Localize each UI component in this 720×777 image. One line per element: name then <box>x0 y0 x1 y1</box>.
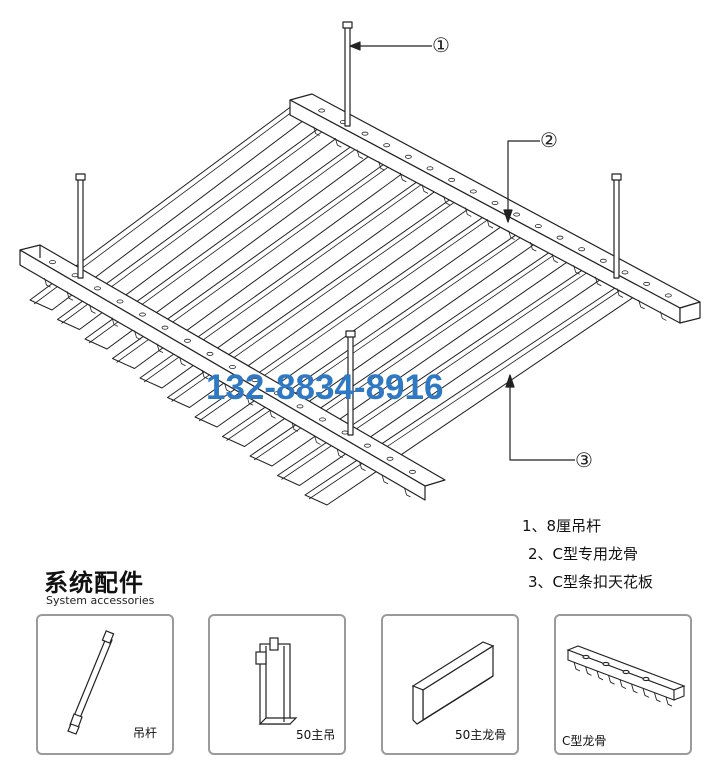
ceiling-system-diagram <box>19 21 701 506</box>
accessory-label: 吊杆 <box>133 726 158 740</box>
callout-leaders <box>349 41 575 461</box>
accessory-label: C型龙骨 <box>562 734 607 748</box>
callout-2-label: ② <box>540 128 558 152</box>
accessories-title: 系统配件 <box>44 569 144 597</box>
legend-item: 2、C型专用龙骨 <box>528 545 639 563</box>
c-keel-front <box>19 244 446 501</box>
legend-item: 1、8厘吊杆 <box>522 517 602 535</box>
phone-watermark: 132-8834-8916 <box>206 368 444 407</box>
main-keel-icon <box>411 641 495 725</box>
accessories-subtitle: System accessories <box>46 594 155 607</box>
accessory-label: 50主吊 <box>296 728 336 742</box>
ceiling-strip-panels <box>29 99 651 506</box>
callout-1-label: ① <box>432 33 450 57</box>
main-hanger-icon <box>255 637 298 725</box>
accessory-label: 50主龙骨 <box>455 728 507 742</box>
hanger-rod-icon <box>67 630 115 735</box>
accessory-card-hanger-rod: 吊杆 <box>36 614 174 755</box>
c-keel-back <box>289 93 701 324</box>
c-keel-icon <box>566 645 686 707</box>
accessory-card-main-hanger: 50主吊 <box>208 614 346 755</box>
callout-3-label: ③ <box>575 448 593 472</box>
component-legend: 1、8厘吊杆 2、C型专用龙骨 3、C型条扣天花板 <box>522 512 653 596</box>
accessory-card-main-keel: 50主龙骨 <box>381 614 519 755</box>
accessory-card-c-keel: C型龙骨 <box>554 614 692 755</box>
hanger-rods <box>75 21 622 436</box>
legend-item: 3、C型条扣天花板 <box>528 573 654 591</box>
